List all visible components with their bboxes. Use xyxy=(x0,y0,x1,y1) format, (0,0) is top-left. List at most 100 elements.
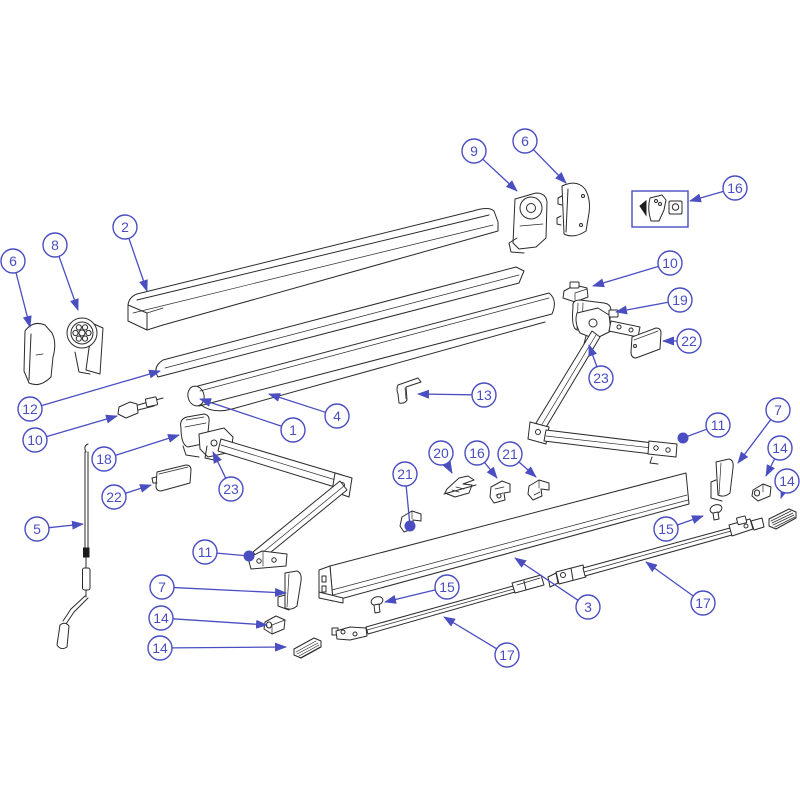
balloon-number-19: 19 xyxy=(672,292,688,308)
leader-line-15 xyxy=(677,515,704,526)
callout-19: 19 xyxy=(615,287,693,315)
callout-21: 21 xyxy=(392,461,418,532)
part-fixing-kit-box xyxy=(631,190,689,228)
leader-line-10 xyxy=(46,414,118,438)
balloon-number-16: 16 xyxy=(727,180,743,196)
balloon-number-3: 3 xyxy=(584,599,592,615)
balloon-circle-16 xyxy=(464,440,490,466)
balloon-circle-15 xyxy=(653,516,679,542)
balloon-number-22: 22 xyxy=(106,489,122,505)
leader-line-18 xyxy=(115,434,180,456)
balloon-circle-11 xyxy=(705,412,731,438)
balloon-circle-19 xyxy=(667,287,693,313)
rivet-dot xyxy=(243,550,255,562)
balloon-circle-4 xyxy=(324,403,350,429)
balloon-circle-20 xyxy=(428,440,454,466)
balloon-circle-6 xyxy=(512,128,538,154)
balloon-number-16: 16 xyxy=(469,445,485,461)
part-foot-bracket-right xyxy=(710,458,734,502)
callout-6: 6 xyxy=(0,248,32,328)
balloon-circle-2 xyxy=(112,214,138,240)
part-right-spring-arm xyxy=(527,330,678,465)
callout-16: 16 xyxy=(464,440,498,479)
part-clip-16 xyxy=(489,480,511,504)
part-foot-bracket-left xyxy=(277,570,302,611)
balloon-number-11: 11 xyxy=(198,544,213,560)
balloon-number-17: 17 xyxy=(695,595,711,611)
leader-line-7 xyxy=(173,586,287,597)
part-end-cap-right xyxy=(556,182,590,237)
balloon-number-10: 10 xyxy=(662,255,678,271)
leader-line-17 xyxy=(645,561,694,597)
leader-line-23 xyxy=(212,451,227,479)
leader-line-10 xyxy=(592,265,659,288)
balloon-circle-7 xyxy=(149,574,175,600)
part-drive-adapter-left xyxy=(117,396,164,419)
balloon-circle-22 xyxy=(676,328,702,354)
balloon-number-22: 22 xyxy=(681,333,697,349)
leader-line-15 xyxy=(384,589,436,604)
part-rafter-left xyxy=(331,574,545,641)
part-gear-unit-left xyxy=(66,317,104,375)
balloon-circle-23 xyxy=(218,476,244,502)
balloon-number-6: 6 xyxy=(9,253,17,269)
balloon-number-7: 7 xyxy=(158,579,166,595)
leader-line-16 xyxy=(483,461,498,479)
balloon-circle-6 xyxy=(0,248,26,274)
balloon-number-17: 17 xyxy=(499,647,515,663)
part-end-block-left xyxy=(263,615,286,635)
part-screw-15-right xyxy=(709,504,723,521)
balloon-circle-10 xyxy=(22,427,48,453)
leader-line-14 xyxy=(171,642,287,652)
balloon-circle-14 xyxy=(147,635,173,661)
balloon-number-23: 23 xyxy=(223,481,239,497)
part-roller-tube xyxy=(187,292,555,412)
part-screw-15-left xyxy=(370,596,384,614)
leader-line-12 xyxy=(41,369,161,407)
leader-line-1 xyxy=(199,398,282,427)
callout-4: 4 xyxy=(268,393,350,429)
balloon-circle-15 xyxy=(434,574,460,600)
balloon-circle-5 xyxy=(24,516,50,542)
leader-line-13 xyxy=(417,389,473,399)
balloon-number-15: 15 xyxy=(439,579,455,595)
callout-18: 18 xyxy=(91,434,180,472)
part-cover-plate-right xyxy=(630,327,662,359)
balloon-number-13: 13 xyxy=(476,387,492,403)
balloon-number-20: 20 xyxy=(433,445,449,461)
balloon-circle-8 xyxy=(42,232,68,258)
balloon-number-15: 15 xyxy=(658,521,674,537)
balloon-number-1: 1 xyxy=(289,422,297,438)
callout-11: 11 xyxy=(677,412,731,444)
part-end-cap-left xyxy=(23,323,56,385)
balloon-number-10: 10 xyxy=(27,432,43,448)
callout-17: 17 xyxy=(645,561,716,616)
balloon-circle-12 xyxy=(17,396,43,422)
part-rafter-right xyxy=(547,515,765,588)
rivet-dot xyxy=(677,432,689,444)
leader-line-8 xyxy=(58,256,79,311)
leader-line-7 xyxy=(737,419,772,464)
balloon-circle-21 xyxy=(392,461,418,487)
callout-22: 22 xyxy=(662,328,702,354)
part-right-shoulder-assembly xyxy=(575,307,641,347)
balloon-number-12: 12 xyxy=(22,401,38,417)
callout-13: 13 xyxy=(417,382,497,408)
leader-line-16 xyxy=(689,190,724,203)
callout-21: 21 xyxy=(497,441,537,478)
part-fabric-clamp xyxy=(396,377,422,404)
leader-line-6 xyxy=(532,149,567,184)
balloon-circle-23 xyxy=(588,365,614,391)
balloon-circle-7 xyxy=(765,397,791,423)
balloon-number-14: 14 xyxy=(153,610,169,626)
callout-7: 7 xyxy=(737,397,791,464)
balloon-circle-14 xyxy=(767,435,793,461)
balloon-circle-9 xyxy=(461,138,487,164)
balloon-circle-17 xyxy=(494,642,520,668)
callout-5: 5 xyxy=(24,516,84,542)
balloon-number-7: 7 xyxy=(774,402,782,418)
part-left-spring-arm xyxy=(217,438,353,570)
callout-14: 14 xyxy=(774,468,800,499)
balloon-number-4: 4 xyxy=(333,408,341,424)
